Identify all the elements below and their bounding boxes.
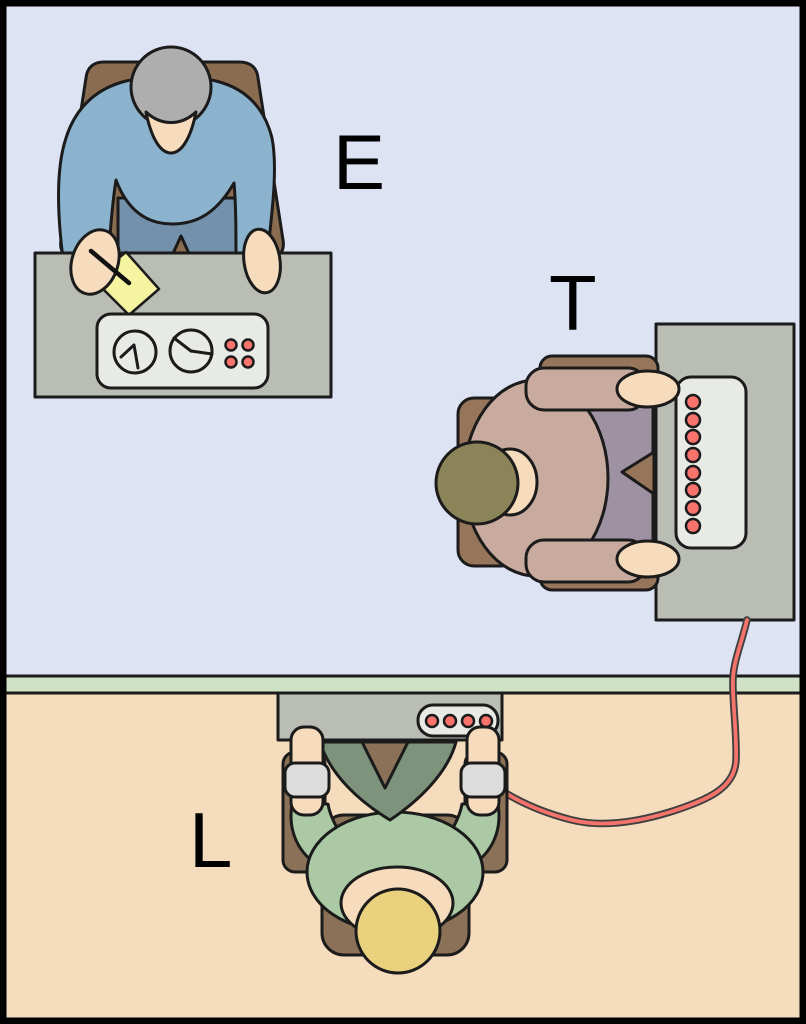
shock-wire <box>497 618 749 826</box>
console-button <box>224 355 238 369</box>
teacher-hand-top <box>615 369 681 409</box>
answer-button <box>442 713 458 729</box>
experimenter-hair <box>129 45 213 129</box>
electrode-strap-right <box>459 761 507 799</box>
console-dial-left <box>112 329 158 375</box>
shock-button <box>684 411 702 429</box>
shock-button <box>684 481 702 499</box>
shock-button <box>684 446 702 464</box>
answer-button <box>478 713 494 729</box>
partition-wall <box>0 674 806 695</box>
console-dial-right <box>168 328 214 374</box>
answer-button <box>460 713 476 729</box>
learner-chair-back-notch <box>360 740 410 790</box>
shock-button <box>684 499 702 517</box>
shock-generator <box>674 375 748 550</box>
console-button <box>241 338 255 352</box>
console-button <box>241 355 255 369</box>
learner-console <box>416 703 500 738</box>
teacher-hand-bottom <box>615 539 681 579</box>
shock-button <box>684 393 702 411</box>
experimenter-console <box>95 312 270 390</box>
shock-button <box>684 517 702 535</box>
teacher-figure <box>434 322 796 622</box>
experimenter-left-hand <box>69 228 121 296</box>
console-panel <box>95 312 270 390</box>
teacher-hair <box>434 440 520 526</box>
experimenter-right-hand <box>242 227 282 295</box>
dial-left-needle <box>119 343 140 370</box>
dial-right-hand-long <box>172 336 193 353</box>
shock-button <box>684 464 702 482</box>
experimenter-face <box>144 110 198 155</box>
shock-button <box>684 428 702 446</box>
experimenter-label: E <box>333 118 385 206</box>
learner-figure <box>276 691 509 975</box>
teacher-label: T <box>549 259 597 347</box>
experimenter-sweater <box>57 75 276 268</box>
pen <box>88 248 132 286</box>
learner-hair <box>354 887 442 975</box>
teacher-chair-seat-notch <box>620 450 656 496</box>
console-button <box>224 338 238 352</box>
answer-button <box>424 713 440 729</box>
learner-label: L <box>189 796 232 884</box>
experimenter-figure <box>33 45 333 399</box>
electrode-strap-left <box>283 761 331 799</box>
dial-right-hand-short <box>189 349 214 356</box>
